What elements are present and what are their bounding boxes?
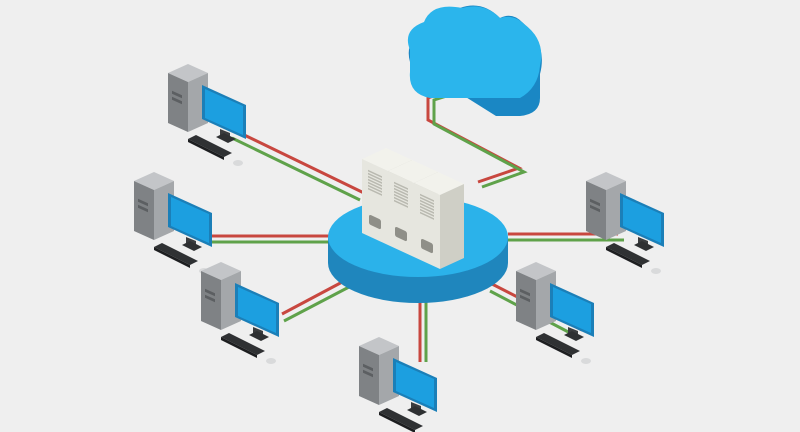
desktop-computer-icon — [516, 262, 594, 364]
client-2 — [134, 172, 212, 274]
desktop-computer-icon — [201, 262, 279, 364]
client-1 — [168, 64, 246, 166]
cloud-icon — [407, 5, 542, 117]
desktop-computer-icon — [586, 172, 664, 274]
desktop-computer-icon — [134, 172, 212, 274]
client-5 — [516, 262, 594, 364]
network-hub — [328, 148, 508, 303]
cable-client-2 — [205, 234, 334, 244]
client-6 — [586, 172, 664, 274]
desktop-computer-icon — [168, 64, 246, 166]
cable-client-3 — [281, 278, 350, 323]
cable-client-1 — [231, 129, 365, 202]
cable-client-4 — [418, 302, 428, 362]
client-3 — [201, 262, 279, 364]
